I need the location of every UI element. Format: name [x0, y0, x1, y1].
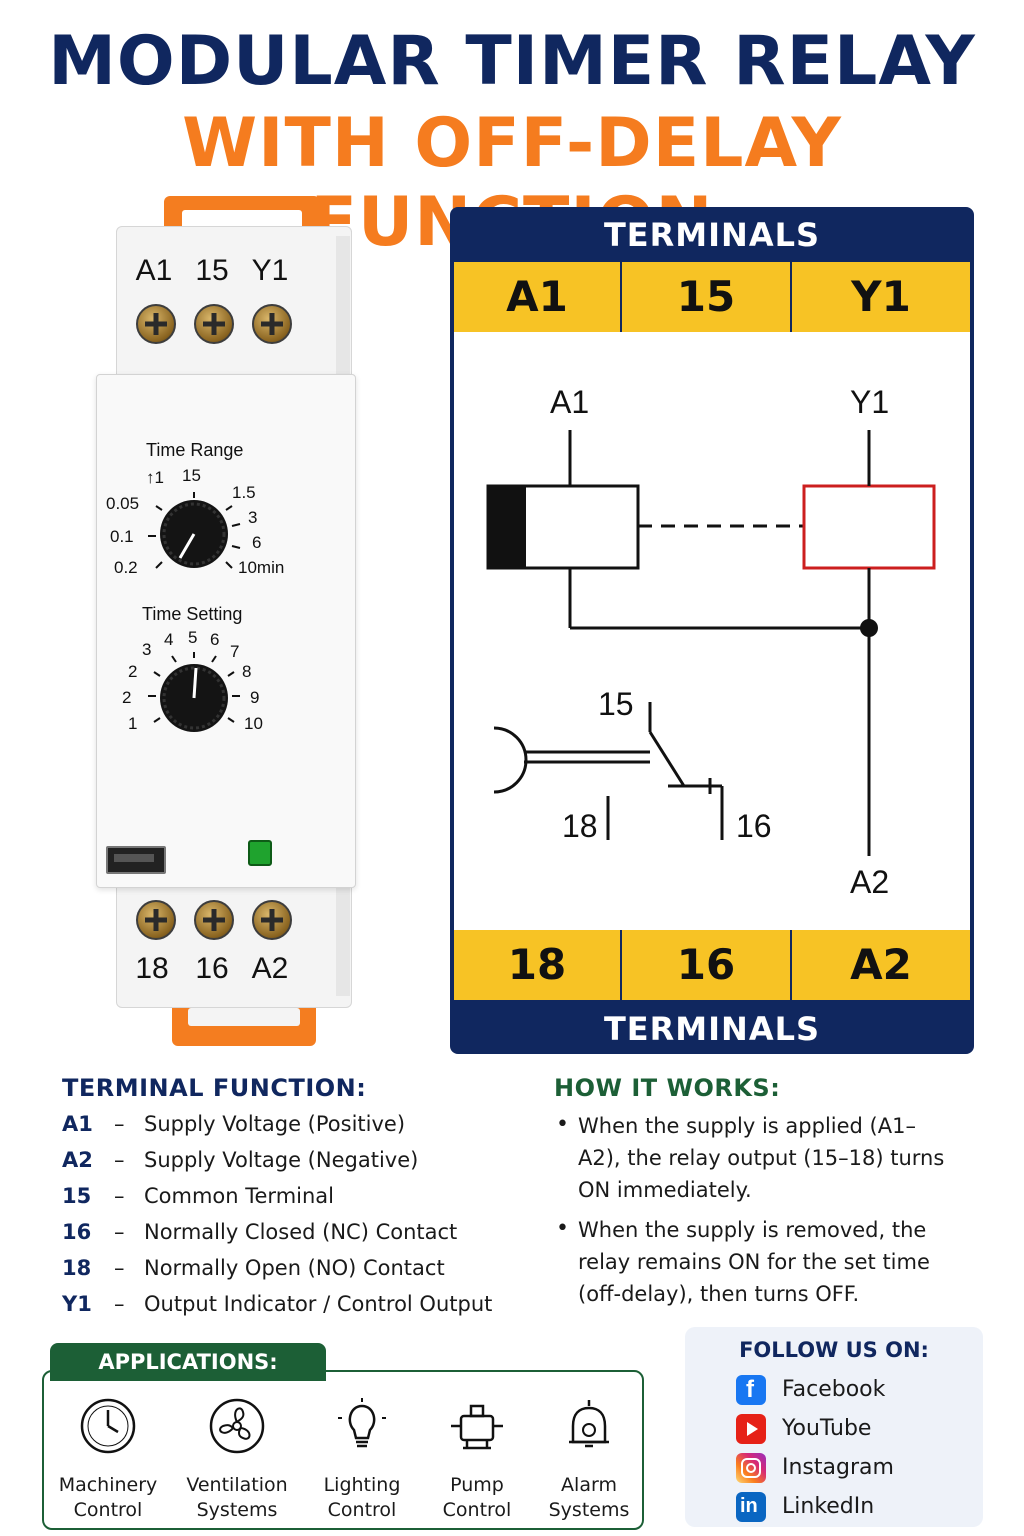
device-label-16: 16: [195, 952, 229, 985]
list-item: A1 – Supply Voltage (Positive): [62, 1112, 406, 1136]
time-range-knob[interactable]: [146, 492, 242, 580]
social-link-instagram[interactable]: Instagram: [736, 1453, 894, 1485]
application-lighting: Lighting Control: [302, 1396, 422, 1523]
timer-relay-device: A1 15 Y1 Time Range ↑1 15 0.05 1.5 0.1 3…: [96, 196, 356, 1046]
device-label-y1: Y1: [251, 254, 289, 287]
diagram-label-a2: A2: [850, 864, 890, 900]
device-label-a2: A2: [251, 952, 289, 985]
fan-icon: [209, 1398, 265, 1454]
status-led-indicator: [248, 840, 272, 866]
screw-terminal-18: [136, 900, 176, 940]
cell-y1: Y1: [792, 262, 970, 332]
list-item: 15 – Common Terminal: [62, 1184, 335, 1208]
screw-terminal-y1: [252, 304, 292, 344]
follow-us-box: [685, 1327, 983, 1527]
instagram-icon: [736, 1453, 766, 1483]
how-it-works-item-1: When the supply is applied (A1–A2), the …: [578, 1114, 945, 1202]
application-alarm: Alarm Systems: [529, 1396, 649, 1523]
screw-terminal-15: [194, 304, 234, 344]
time-setting-title: Time Setting: [142, 604, 243, 624]
time-range-title: Time Range: [146, 440, 244, 460]
social-link-facebook[interactable]: f Facebook: [736, 1375, 885, 1407]
alarm-bell-icon: [569, 1400, 609, 1448]
diagram-label-15: 15: [598, 686, 634, 722]
terminals-header-bottom: TERMINALS: [603, 1010, 821, 1048]
how-it-works-heading: HOW IT WORKS:: [554, 1074, 781, 1102]
list-item: 18 – Normally Open (NO) Contact: [62, 1256, 445, 1280]
youtube-icon: [736, 1414, 766, 1444]
terminals-header-top: TERMINALS: [603, 216, 821, 254]
screw-terminal-16: [194, 900, 234, 940]
diagram-label-18: 18: [562, 808, 598, 844]
list-item: A2 – Supply Voltage (Negative): [62, 1148, 419, 1172]
cell-15: 15: [622, 262, 792, 332]
cell-a2: A2: [792, 930, 970, 1000]
diagram-label-a1: A1: [550, 384, 590, 420]
title-line-1: MODULAR TIMER RELAY: [48, 22, 976, 101]
light-bulb-icon: [338, 1398, 386, 1448]
applications-box: [42, 1370, 644, 1530]
terminal-function-heading: TERMINAL FUNCTION:: [62, 1074, 367, 1102]
list-item: 16 – Normally Closed (NC) Contact: [62, 1220, 458, 1244]
clock-icon: [80, 1398, 136, 1454]
device-front-panel: [96, 374, 356, 888]
list-item: Y1 – Output Indicator / Control Output: [62, 1292, 493, 1316]
screw-terminal-a2: [252, 900, 292, 940]
device-label-a1: A1: [135, 254, 173, 287]
time-setting-knob[interactable]: [146, 652, 242, 742]
how-it-works-item-2: When the supply is removed, the relay re…: [578, 1218, 930, 1306]
facebook-icon: f: [736, 1375, 766, 1405]
wiring-diagram-lines: [486, 430, 936, 856]
social-link-youtube[interactable]: YouTube: [736, 1414, 871, 1446]
cell-16: 16: [622, 930, 792, 1000]
wiring-diagram: [454, 332, 970, 930]
linkedin-icon: in: [736, 1492, 766, 1522]
follow-us-heading: FOLLOW US ON:: [739, 1338, 929, 1362]
applications-heading: APPLICATIONS:: [50, 1343, 326, 1381]
diagram-label-y1: Y1: [850, 384, 890, 420]
device-label-18: 18: [135, 952, 169, 985]
application-pump: Pump Control: [417, 1396, 537, 1523]
application-machinery: Machinery Control: [48, 1396, 168, 1523]
cell-18: 18: [454, 930, 622, 1000]
social-link-linkedin[interactable]: in LinkedIn: [736, 1492, 874, 1524]
device-label-15: 15: [195, 254, 229, 287]
cell-a1: A1: [454, 262, 622, 332]
application-ventilation: Ventilation Systems: [177, 1396, 297, 1523]
pump-icon: [451, 1404, 503, 1450]
screw-terminal-a1: [136, 304, 176, 344]
diagram-label-16: 16: [736, 808, 772, 844]
